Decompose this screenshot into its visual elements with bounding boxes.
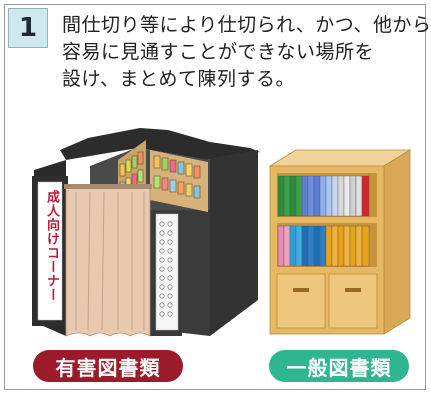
description-line-3: 設け、まとめて陳列する。 [62, 68, 296, 90]
dotted-pattern [159, 221, 173, 317]
drawer-handle-icon [345, 288, 361, 292]
adult-corner-booth [32, 128, 260, 337]
adult-corner-sign [37, 181, 63, 321]
general-bookshelf [268, 149, 412, 335]
adult-corner-sign-text: 成人向けコーナー [44, 190, 59, 302]
step-description: 間仕切り等により仕切られ、かつ、他から 容易に見通すことができない場所を 設け、… [62, 12, 431, 93]
harmful-books-label: 有害図書類 [33, 350, 183, 382]
description-line-2: 容易に見通すことができない場所を [62, 41, 375, 63]
curtain [64, 184, 152, 337]
general-books-label: 一般図書類 [269, 350, 409, 382]
description-line-1: 間仕切り等により仕切られ、かつ、他から [62, 14, 431, 36]
step-number-badge: 1 [8, 8, 48, 48]
drawer-handle-icon [293, 288, 309, 292]
